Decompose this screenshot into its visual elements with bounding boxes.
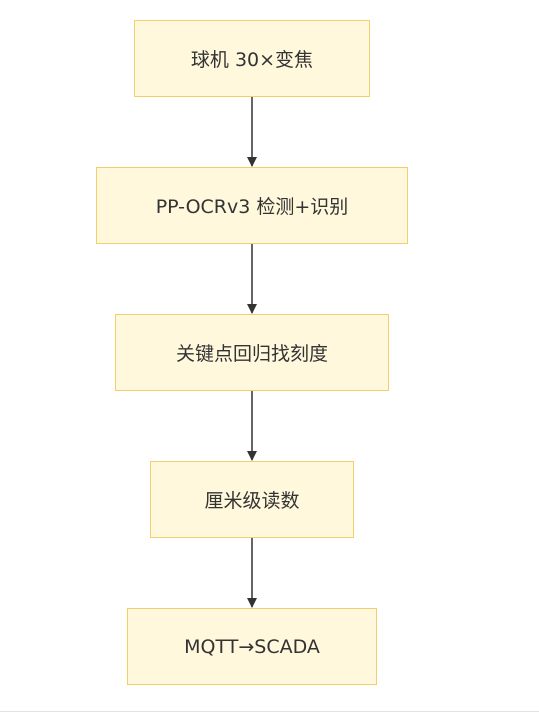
node-label: 球机 30×变焦 (190, 49, 314, 71)
node-label: PP-OCRv3 检测+识别 (155, 196, 349, 218)
node-label: MQTT→SCADA (184, 635, 320, 658)
node-keypoint-regression: 关键点回归找刻度 (115, 314, 389, 391)
bottom-divider (0, 711, 539, 712)
node-cm-reading: 厘米级读数 (150, 461, 354, 538)
node-label: 厘米级读数 (204, 490, 300, 512)
node-label: 关键点回归找刻度 (175, 343, 328, 365)
node-ptz-camera-zoom: 球机 30×变焦 (134, 20, 370, 97)
node-ocr-detect-recognize: PP-OCRv3 检测+识别 (96, 167, 408, 244)
node-mqtt-scada: MQTT→SCADA (127, 608, 377, 685)
